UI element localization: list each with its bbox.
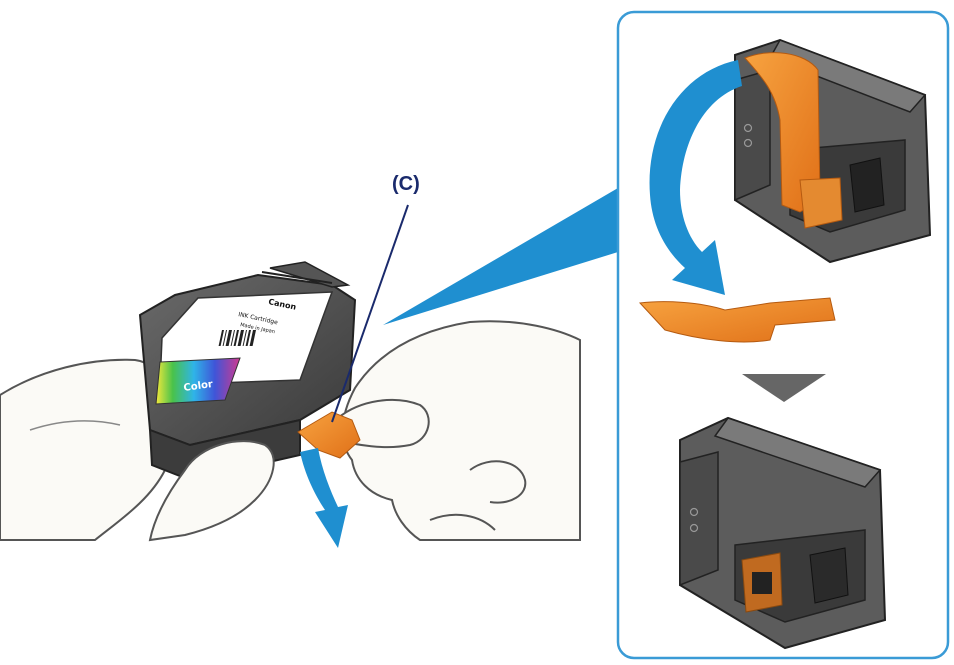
right-hand-finger1 — [336, 398, 430, 449]
callout-leader — [331, 204, 409, 423]
left-hand-crease — [29, 420, 121, 431]
callout-label: (C) — [392, 173, 420, 195]
nozzle-dot — [743, 138, 753, 148]
left-hand — [0, 358, 167, 541]
cartridge-taped — [734, 38, 932, 264]
left-thumb — [148, 440, 275, 542]
right-hand-fold — [429, 513, 496, 531]
cartridge-untaped — [679, 416, 887, 650]
nozzle-dot — [689, 507, 699, 517]
ink-cartridge: Canon INK Cartridge Made in Japan Color — [138, 261, 357, 482]
color-strip — [155, 357, 241, 405]
down-arrow-icon — [742, 374, 826, 402]
barcode — [218, 330, 256, 346]
cartridge-color-label: Color — [183, 379, 214, 394]
left-scene: Canon INK Cartridge Made in Japan Color … — [0, 173, 581, 548]
pull-arrow-left — [300, 448, 348, 548]
nozzle-dot — [689, 523, 699, 533]
right-hand — [341, 320, 581, 541]
callout-wedge — [383, 188, 618, 325]
pull-arrow-right — [649, 60, 742, 295]
removed-tape — [638, 297, 836, 343]
nozzle-dot — [743, 123, 753, 133]
right-hand-knuckle — [469, 460, 527, 504]
